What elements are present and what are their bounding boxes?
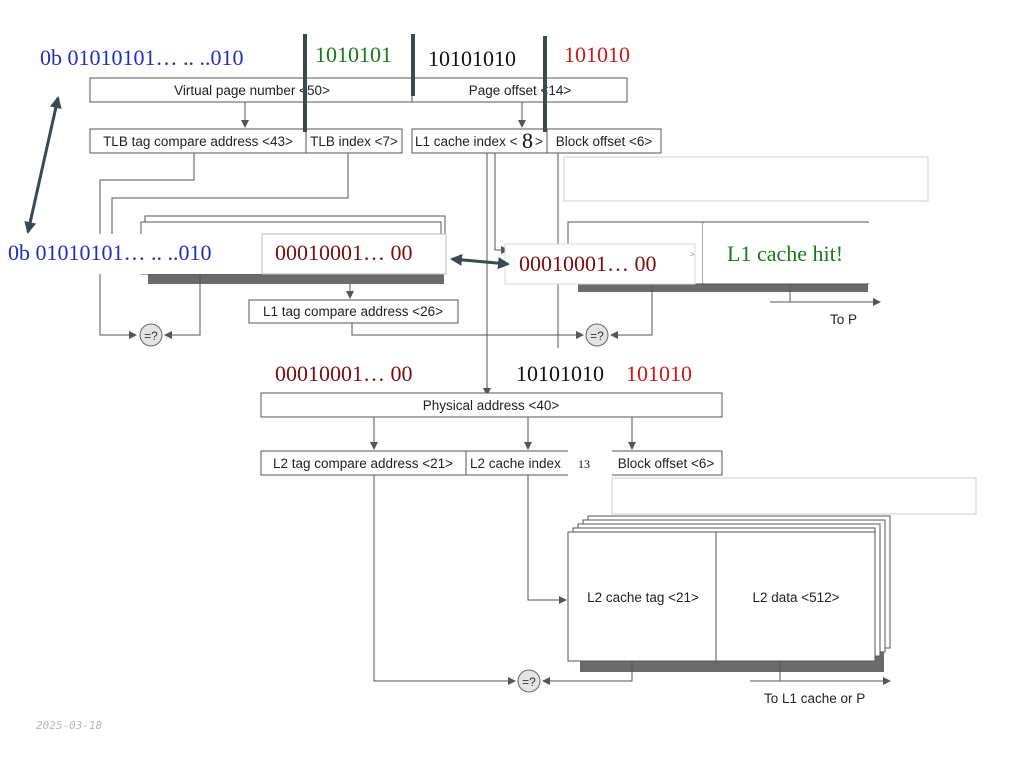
vpn-label: Virtual page number <50>: [174, 83, 330, 98]
pa-offset-low: 101010: [626, 361, 692, 386]
l1-tag-compare-box: [248, 299, 459, 324]
vpn-low-bits: 1010101: [315, 42, 392, 67]
l2-index-label: L2 cache index: [470, 456, 561, 471]
address-split-row: TLB tag compare address <43> TLB index <…: [89, 128, 662, 154]
physical-address-label: Physical address <40>: [423, 398, 560, 413]
l2-cache-array: L2 cache tag <21> L2 data <512>: [567, 515, 891, 672]
to-l1-label: To L1 cache or P: [764, 691, 865, 706]
date-stamp: 2025-03-18: [36, 719, 103, 732]
split-bar-2: [411, 34, 415, 96]
l2-block-offset-label: Block offset <6>: [618, 456, 715, 471]
l2-tag-label: L2 tag compare address <21>: [273, 456, 453, 471]
tlb-virtual-tag: 0b 01010101… .. ..010: [8, 240, 212, 265]
svg-text:>: >: [690, 250, 695, 259]
physical-address-box: [260, 392, 723, 418]
split-bar-1: [303, 34, 307, 132]
virtual-address-bits: 0b 01010101… .. ..010: [40, 45, 244, 70]
pa-offset-high: 10101010: [516, 361, 604, 386]
equivalence-arrow: [24, 96, 62, 234]
block-offset-label: Block offset <6>: [556, 134, 653, 149]
l2-cache-tag-label: L2 cache tag <21>: [587, 590, 699, 605]
offset-low-bits: 101010: [564, 42, 630, 67]
l1-tag-compare-label: L1 tag compare address <26>: [263, 304, 443, 319]
tlb-physical-page: 00010001… 00: [275, 240, 413, 265]
svg-text:=?: =?: [590, 329, 604, 343]
tlb-index-label: TLB index <7>: [310, 134, 398, 149]
svg-text:=?: =?: [522, 675, 536, 689]
l1-comparator: =?: [585, 323, 609, 347]
split-bar-3: [543, 36, 547, 132]
l2-address-split-row: L2 tag compare address <21> L2 cache ind…: [260, 450, 723, 476]
pa-page-bits: 00010001… 00: [275, 361, 413, 386]
l2-index-width: 13: [578, 457, 590, 471]
svg-text:=?: =?: [144, 329, 158, 343]
page-offset-label: Page offset <14>: [469, 83, 572, 98]
offset-high-bits: 10101010: [428, 46, 516, 71]
l1-index-label: L1 cache index <: [415, 134, 518, 149]
l1-index-close: >: [535, 134, 543, 149]
l2-data-label: L2 data <512>: [752, 590, 839, 605]
l1-index-width: 8: [522, 128, 533, 153]
virtual-address-row: Virtual page number <50> Page offset <14…: [89, 77, 628, 103]
blank-note-box-2: [611, 477, 977, 515]
l1-hit-label: L1 cache hit!: [727, 241, 843, 266]
tlb-tag-label: TLB tag compare address <43>: [103, 134, 293, 149]
blank-note-box-1: [563, 156, 929, 202]
l1-stored-tag: 00010001… 00: [519, 251, 657, 276]
l2-comparator: =?: [517, 669, 541, 693]
to-p-label: To P: [830, 312, 857, 327]
tag-match-arrow: [450, 253, 510, 270]
tlb-comparator: =?: [139, 323, 163, 347]
